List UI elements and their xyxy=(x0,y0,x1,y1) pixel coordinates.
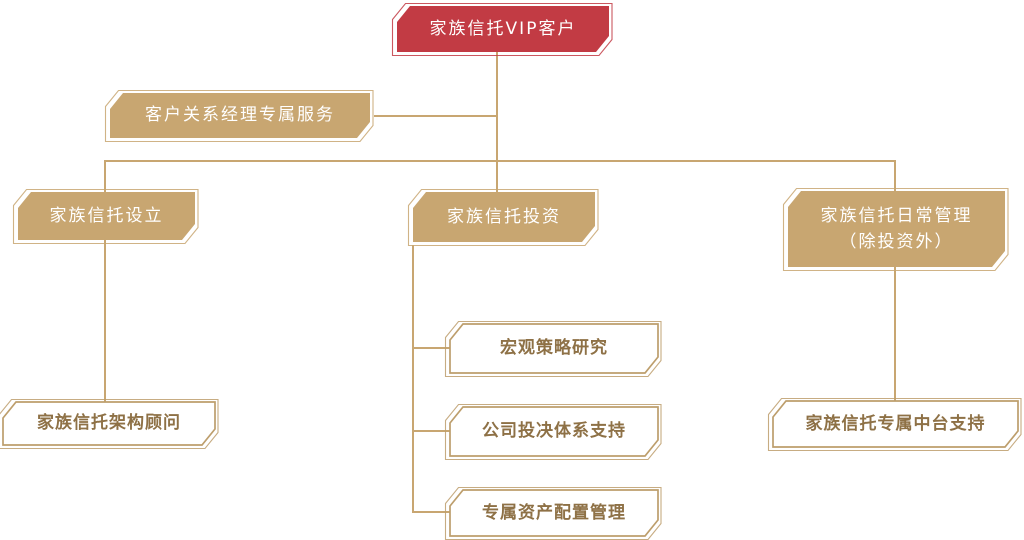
connector-daily-drop xyxy=(894,160,896,191)
connector-invest-drop xyxy=(496,160,498,192)
node-middle-office-support: 家族信托专属中台支持 xyxy=(767,397,1022,452)
banner-shape xyxy=(767,397,1022,452)
node-label: 家族信托设立 xyxy=(49,205,164,226)
connector-setup-to-advisor xyxy=(104,240,106,403)
node-vip-client: 家族信托VIP客户 xyxy=(391,2,613,57)
connector-stub-allocation xyxy=(412,511,451,513)
connector-stub-decision xyxy=(412,430,451,432)
banner-shape xyxy=(104,89,374,143)
banner-shape xyxy=(407,188,599,247)
node-label: 家族信托架构顾问 xyxy=(37,413,181,434)
node-structure-advisor: 家族信托架构顾问 xyxy=(0,398,219,450)
node-label: 宏观策略研究 xyxy=(500,338,608,359)
connector-crm-stub xyxy=(374,115,496,117)
connector-daily-to-midoffice xyxy=(894,267,896,402)
connector-setup-drop xyxy=(104,160,106,192)
banner-shape xyxy=(444,320,662,378)
node-trust-setup: 家族信托设立 xyxy=(12,188,199,245)
node-asset-allocation-management: 专属资产配置管理 xyxy=(444,486,662,540)
node-label: 客户关系经理专属服务 xyxy=(145,105,335,126)
banner-shape xyxy=(391,2,613,57)
node-label: 公司投决体系支持 xyxy=(482,421,626,442)
node-relationship-manager-service: 客户关系经理专属服务 xyxy=(104,89,374,143)
banner-shape xyxy=(0,398,219,450)
node-label: 家族信托投资 xyxy=(447,206,561,227)
banner-shape xyxy=(444,403,662,461)
node-label: 家族信托日常管理 （除投资外） xyxy=(820,205,973,252)
node-trust-investment: 家族信托投资 xyxy=(407,188,599,247)
banner-shape xyxy=(12,188,199,245)
node-investment-decision-support: 公司投决体系支持 xyxy=(444,403,662,461)
node-label: 家族信托专属中台支持 xyxy=(805,413,986,434)
node-label: 专属资产配置管理 xyxy=(482,502,626,523)
connector-main-horizontal xyxy=(104,160,896,162)
node-label: 家族信托VIP客户 xyxy=(429,18,577,39)
node-trust-daily-management: 家族信托日常管理 （除投资外） xyxy=(782,187,1009,272)
connector-invest-down-trunk xyxy=(412,245,414,512)
connector-stub-macro xyxy=(412,347,451,349)
node-macro-strategy-research: 宏观策略研究 xyxy=(444,320,662,378)
banner-shape xyxy=(782,187,1009,272)
connector-root-vertical xyxy=(496,52,498,162)
